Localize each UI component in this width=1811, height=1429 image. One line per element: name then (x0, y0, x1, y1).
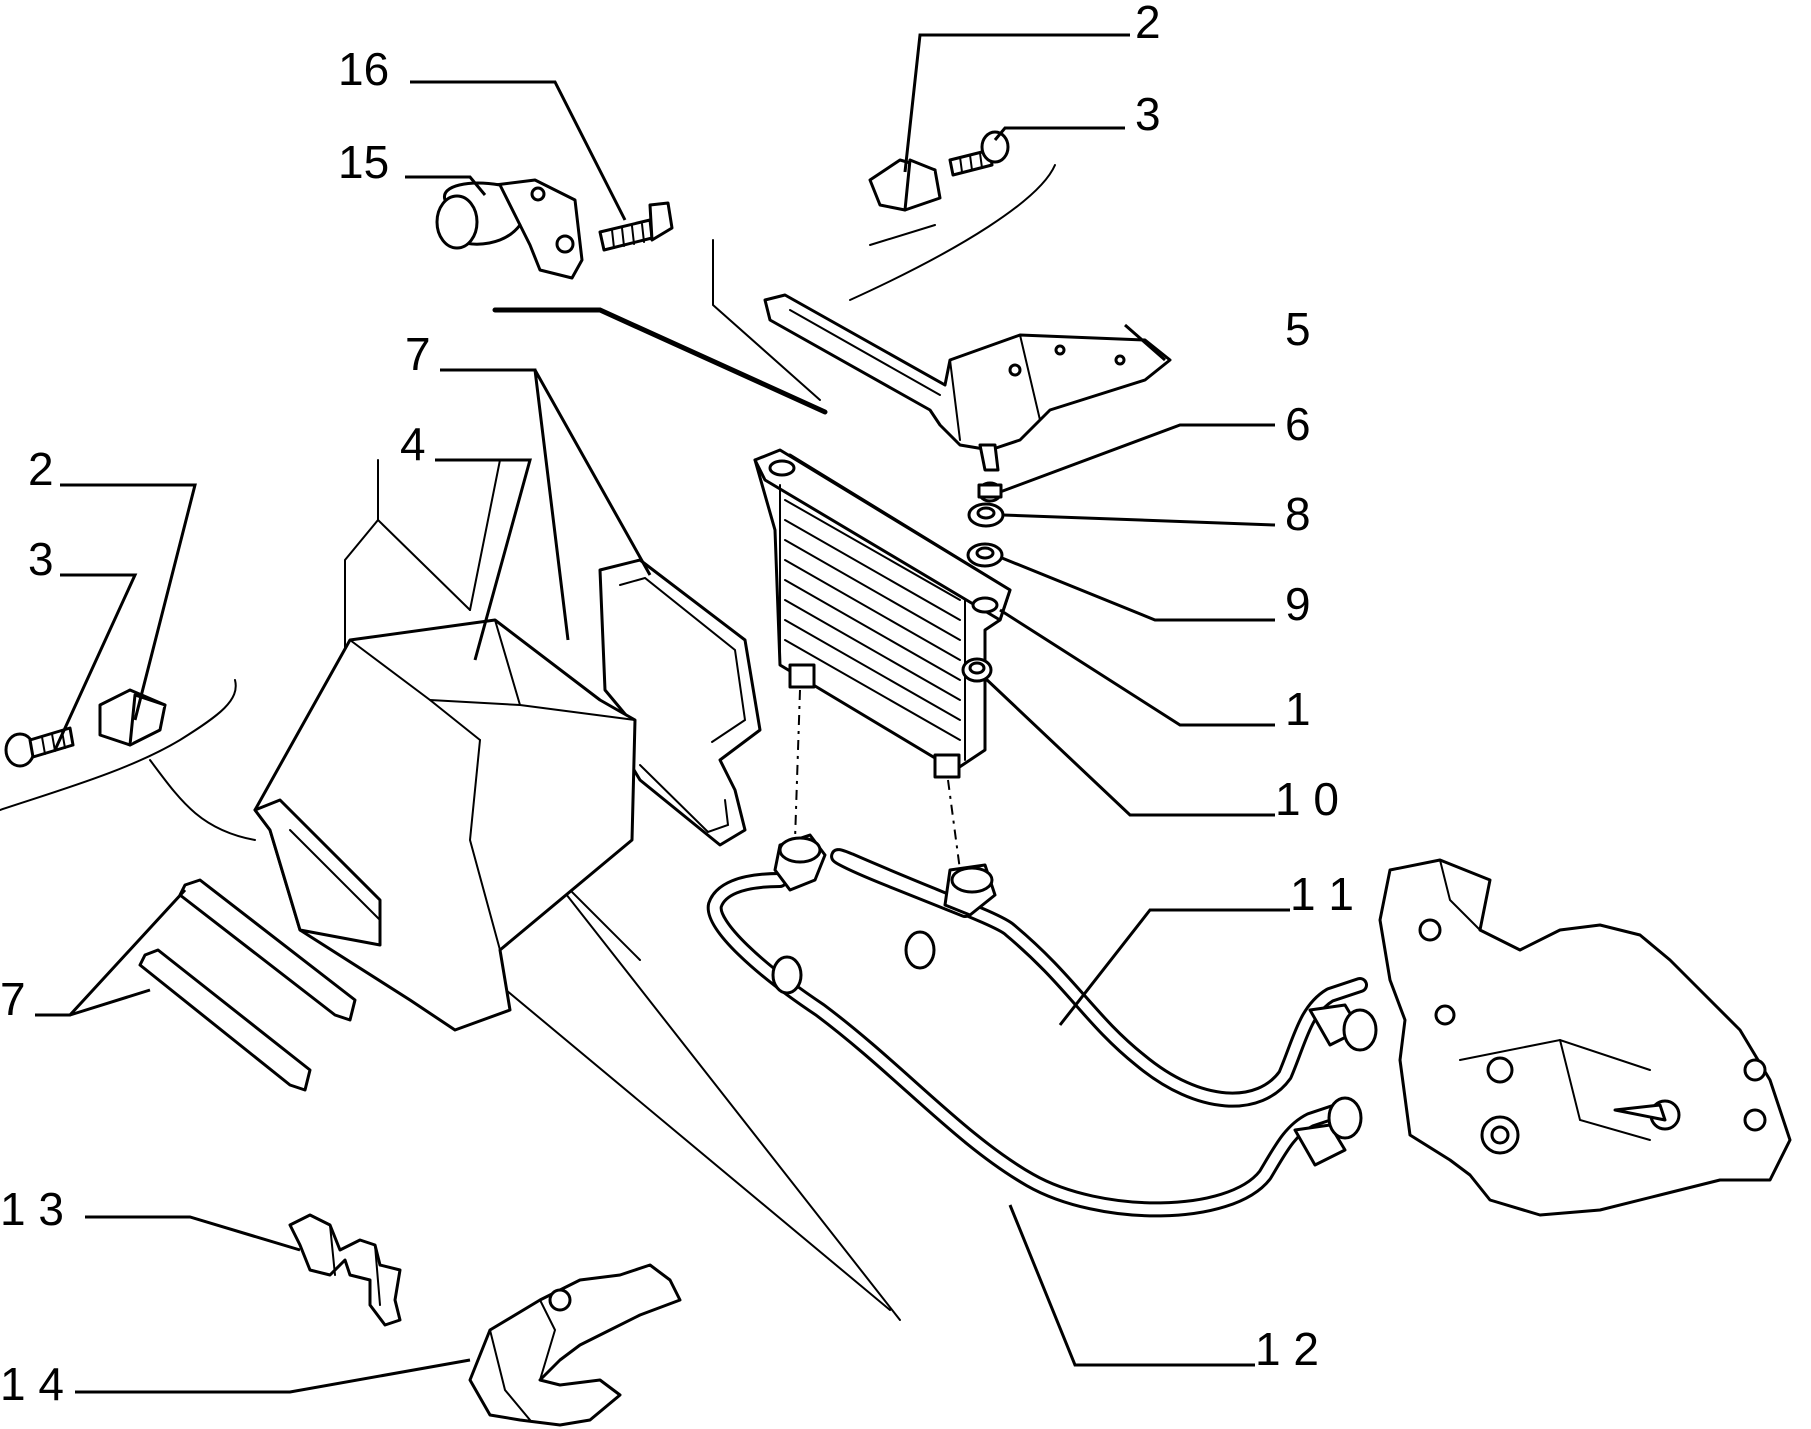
part-4-air-duct (253, 618, 637, 1032)
leader-lines (35, 33, 1290, 1394)
leader-7-top (440, 368, 652, 641)
leader-9 (1001, 556, 1275, 622)
leader-6 (999, 423, 1275, 494)
part-9-washer (966, 542, 1004, 568)
part-3-bolt-top (948, 130, 1010, 177)
label-2-left: 2 (28, 443, 54, 495)
part-13-clamp (288, 1213, 402, 1327)
part-14-clamp (468, 1263, 682, 1427)
part-10-grommet (961, 657, 993, 683)
leader-10 (983, 676, 1275, 817)
part-7-seal-strip-lower (138, 948, 312, 1092)
part-2-clip-left (98, 688, 167, 747)
part-6-nut (977, 481, 1003, 503)
leader-2-left (60, 483, 197, 721)
label-14: 1 4 (0, 1358, 64, 1410)
label-11: 1 1 (1290, 868, 1354, 920)
centerline-left (794, 689, 801, 841)
part-11-hose (830, 848, 1368, 1108)
leader-7-left (35, 888, 187, 1017)
label-3-left: 3 (28, 533, 54, 585)
leader-3-top (993, 126, 1125, 141)
part-1-oil-cooler (753, 448, 1012, 779)
label-7-top: 7 (405, 328, 431, 380)
leader-14 (75, 1358, 471, 1394)
label-1: 1 (1285, 683, 1311, 735)
vehicle-body-outline (0, 164, 1056, 1321)
gearbox-housing (1378, 858, 1792, 1217)
label-8: 8 (1285, 488, 1311, 540)
label-5: 5 (1285, 303, 1311, 355)
leader-4 (435, 458, 532, 661)
part-15-sensor (435, 178, 584, 280)
leader-8 (1002, 513, 1276, 527)
label-16: 16 (338, 43, 389, 95)
part-5-bracket (763, 293, 1172, 472)
leader-11 (1058, 908, 1290, 1026)
label-7-left: 7 (0, 973, 26, 1025)
label-13: 1 3 (0, 1183, 64, 1235)
label-6: 6 (1285, 398, 1311, 450)
label-4: 4 (400, 418, 426, 470)
leader-12 (1008, 1204, 1255, 1367)
leader-2-top (903, 33, 1130, 173)
leader-3-left (53, 573, 138, 751)
part-2-clip-top (868, 158, 942, 212)
label-10: 1 0 (1275, 773, 1339, 825)
part-12-hose (706, 872, 1348, 1218)
label-15: 15 (338, 136, 389, 188)
centerline-right (947, 779, 961, 871)
leader-5 (1124, 323, 1166, 362)
label-12: 1 2 (1255, 1323, 1319, 1375)
hose-fittings (771, 833, 1378, 1167)
cooler-fins (784, 499, 961, 741)
leader-1 (999, 608, 1275, 727)
label-2-top: 2 (1135, 0, 1161, 48)
leader-16 (410, 80, 627, 221)
leader-15 (405, 175, 487, 196)
part-3-bolt-left (4, 726, 75, 768)
part-16-screw (598, 201, 674, 252)
label-9: 9 (1285, 578, 1311, 630)
leader-13 (85, 1215, 301, 1252)
part-8-washer (967, 502, 1005, 528)
label-3-top: 3 (1135, 88, 1161, 140)
callout-labels: 2 3 5 6 8 9 1 1 0 1 1 1 2 16 15 7 4 2 3 … (0, 0, 1354, 1410)
